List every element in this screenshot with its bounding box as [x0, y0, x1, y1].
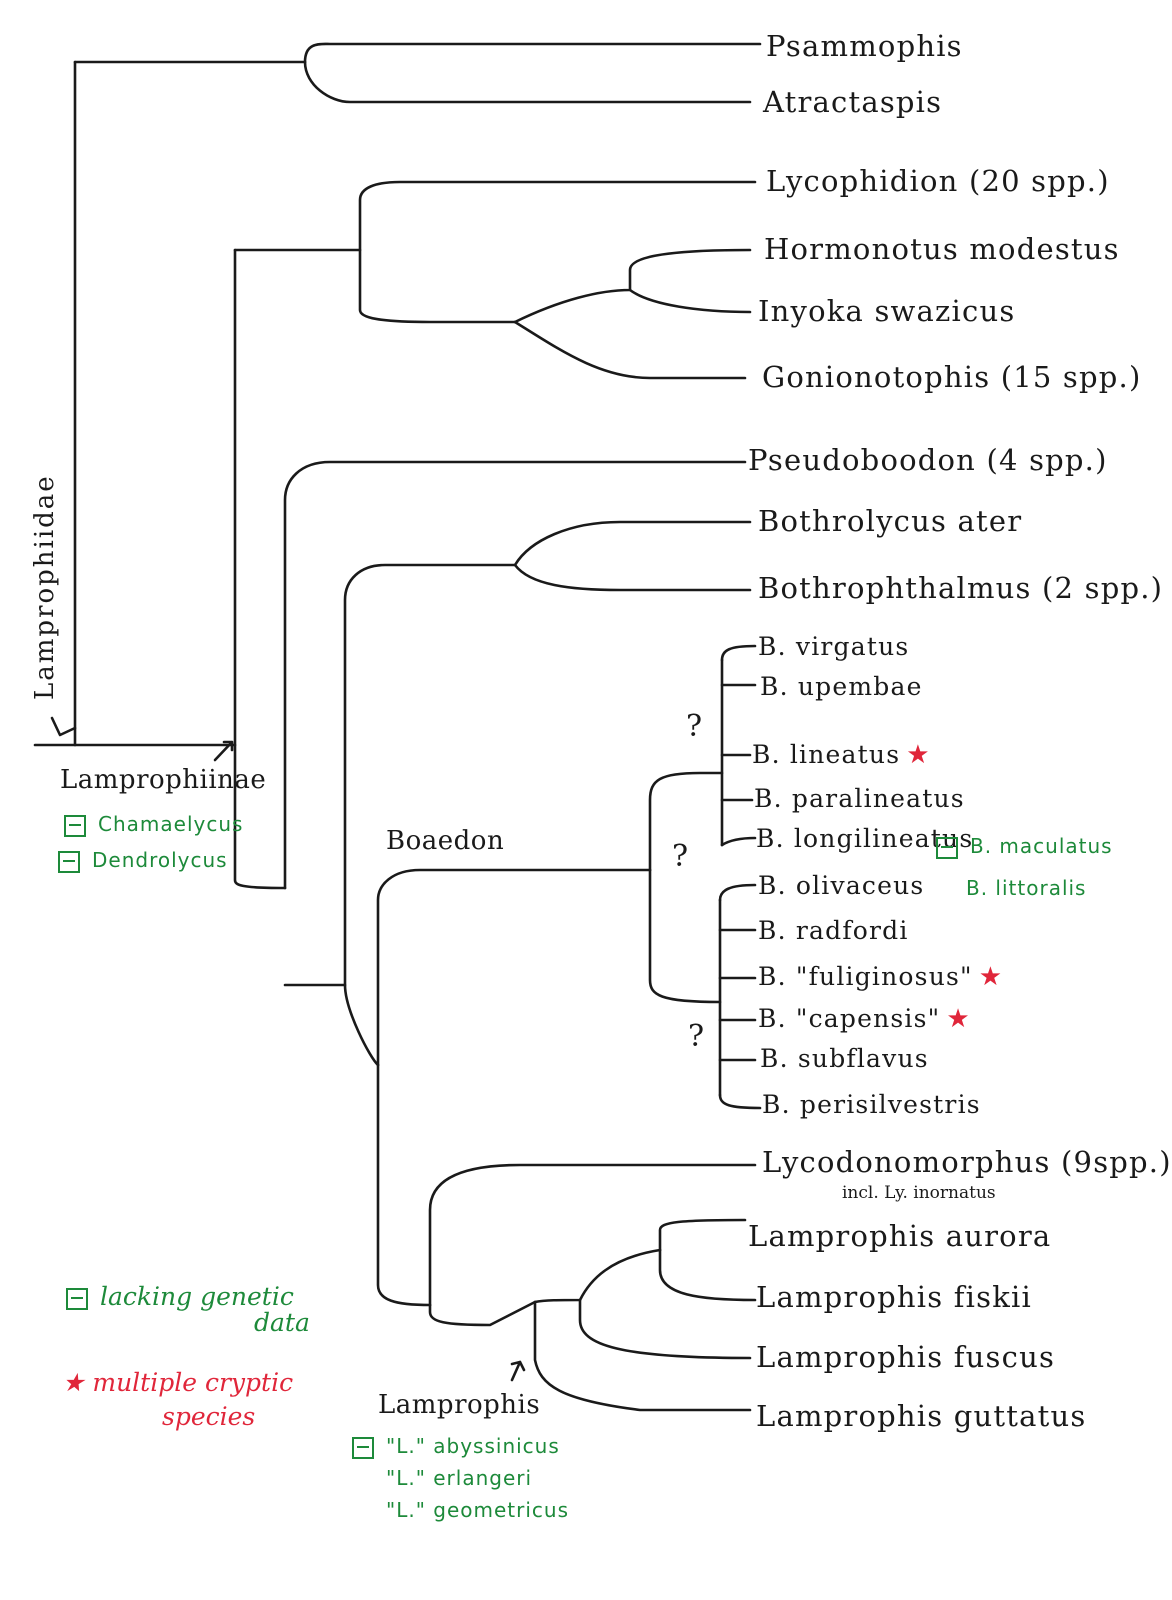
branch-outgroup-fork	[303, 42, 762, 64]
taxon-b-capensis-text: B. "capensis"	[758, 1004, 941, 1033]
taxon-b-olivaceus: B. olivaceus	[758, 871, 925, 900]
uncertain-mark-middle: ?	[672, 839, 689, 874]
branch-b-perisilvestris	[718, 1093, 762, 1110]
branch-bothrolycus-stem	[283, 563, 517, 987]
lacking-b-maculatus: B. maculatus	[936, 836, 1113, 859]
branch-l-aurora	[658, 1218, 747, 1252]
taxon-hormonotus: Hormonotus modestus	[764, 232, 1120, 266]
taxon-psammophis: Psammophis	[766, 29, 963, 63]
clade-label-lamprophis: Lamprophis	[378, 1390, 541, 1420]
legend-lacking-line2: data	[254, 1308, 310, 1337]
lacking-chamaelycus-text: Chamaelycus	[98, 812, 244, 836]
lacking-dendrolycus-text: Dendrolycus	[92, 848, 228, 872]
branch-inyoka	[628, 288, 752, 314]
cryptic-star-icon: ★	[978, 962, 1004, 992]
legend-cryptic: ★ multiple cryptic	[62, 1370, 293, 1395]
phylogenetic-tree	[33, 42, 762, 1412]
taxon-b-paralineatus: B. paralineatus	[754, 784, 965, 813]
uncertain-mark-lower: ?	[688, 1019, 705, 1054]
taxon-l-fiskii: Lamprophis fiskii	[756, 1280, 1032, 1314]
arrow-lamprophis	[510, 1360, 526, 1382]
lacking-l-erlangeri: "L." erlangeri	[386, 1466, 533, 1490]
taxon-bothrophthalmus: Bothrophthalmus (2 spp.)	[758, 571, 1164, 605]
branch-lamprophis-stem	[428, 1300, 537, 1327]
clade-label-lamprophiinae: Lamprophiinae	[60, 765, 267, 795]
branch-gonionotophis	[513, 320, 747, 380]
taxon-l-guttatus: Lamprophis guttatus	[756, 1399, 1087, 1433]
taxon-pseudoboodon: Pseudoboodon (4 spp.)	[748, 443, 1108, 477]
lacking-l-abyssinicus-text: "L." abyssinicus	[386, 1434, 560, 1458]
branch-b-virgatus	[720, 644, 757, 662]
legend-cryptic-line2: species	[162, 1402, 256, 1431]
cryptic-star-icon: ★	[946, 1004, 971, 1034]
taxon-lycodonomorphus-note: incl. Ly. inornatus	[842, 1183, 996, 1203]
legend-lacking-line1: lacking genetic	[100, 1282, 294, 1311]
branch-lamprophis-lower	[533, 1300, 752, 1412]
clade-label-lamprophiidae: Lamprophiidae	[30, 474, 60, 700]
lacking-data-icon	[58, 850, 80, 873]
branch-atractaspis	[303, 60, 752, 104]
taxon-b-upembae: B. upembae	[760, 672, 923, 701]
taxon-b-lineatus: B. lineatus★	[752, 742, 931, 768]
taxon-l-aurora: Lamprophis aurora	[748, 1219, 1052, 1253]
cryptic-star-icon: ★	[906, 740, 931, 770]
lacking-b-littoralis: B. littoralis	[966, 876, 1087, 900]
legend-cryptic-line1: multiple cryptic	[92, 1368, 294, 1397]
taxon-inyoka: Inyoka swazicus	[758, 294, 1016, 328]
clade-label-boaedon: Boaedon	[386, 826, 505, 856]
taxon-b-fuliginosus: B. "fuliginosus"★	[758, 964, 1003, 990]
branch-lycodonomorphus	[428, 1163, 757, 1307]
lacking-chamaelycus: Chamaelycus	[64, 814, 243, 837]
taxon-lycodonomorphus: Lycodonomorphus (9spp.)	[762, 1145, 1172, 1179]
branch-lamprophiinae-vertical	[233, 248, 287, 890]
cryptic-star-icon: ★	[62, 1368, 85, 1397]
branch-boaedon-stem	[376, 868, 652, 1067]
taxon-gonionotophis: Gonionotophis (15 spp.)	[762, 360, 1142, 394]
taxon-lycophidion: Lycophidion (20 spp.)	[766, 164, 1110, 198]
branch-b-longilineatus	[720, 836, 757, 847]
taxon-b-fuliginosus-text: B. "fuliginosus"	[758, 962, 973, 991]
branch-l-fuscus	[578, 1298, 752, 1360]
taxon-bothrolycus: Bothrolycus ater	[758, 504, 1023, 538]
lacking-dendrolycus: Dendrolycus	[58, 850, 228, 873]
taxon-atractaspis: Atractaspis	[763, 85, 943, 119]
branch-boaedon-lower	[648, 868, 722, 1004]
taxon-l-fuscus: Lamprophis fuscus	[756, 1340, 1056, 1374]
lacking-b-maculatus-text: B. maculatus	[970, 834, 1113, 858]
arrow-lamprophiinae	[213, 740, 234, 762]
branch-lycodon-lamprophis-stem	[376, 1063, 432, 1307]
taxon-b-subflavus: B. subflavus	[760, 1044, 929, 1073]
uncertain-mark-upper: ?	[686, 709, 703, 744]
arrow-lamprophiidae	[50, 716, 77, 737]
taxon-b-virgatus: B. virgatus	[758, 632, 910, 661]
taxon-b-lineatus-text: B. lineatus	[752, 740, 901, 769]
legend-lacking-data: lacking genetic	[66, 1284, 294, 1310]
branch-bothrophthalmus	[513, 563, 752, 592]
taxon-b-perisilvestris: B. perisilvestris	[762, 1090, 981, 1119]
branch-hormonotus-clade	[358, 248, 517, 324]
branch-lycophidion-clade	[233, 180, 757, 252]
taxon-b-capensis: B. "capensis"★	[758, 1006, 971, 1032]
branch-l-fiskii	[658, 1248, 757, 1302]
taxon-b-radfordi: B. radfordi	[758, 916, 909, 945]
lacking-data-icon	[352, 1436, 374, 1459]
branch-b-olivaceus	[718, 883, 757, 902]
branch-hormonotus-inyoka	[513, 248, 752, 324]
lacking-data-icon	[936, 836, 958, 859]
branch-bothrolycus	[513, 520, 752, 567]
branch-pseudoboodon-stem	[283, 460, 747, 890]
branch-boaedon-lamprophis-stem	[343, 983, 380, 1067]
lacking-l-geometricus: "L." geometricus	[386, 1498, 569, 1522]
lacking-l-abyssinicus: "L." abyssinicus	[352, 1436, 560, 1459]
branch-lamprophis-fork	[533, 1248, 662, 1304]
branch-boaedon-fork	[648, 771, 724, 872]
lacking-data-icon	[64, 814, 86, 837]
lacking-data-icon	[66, 1287, 88, 1310]
